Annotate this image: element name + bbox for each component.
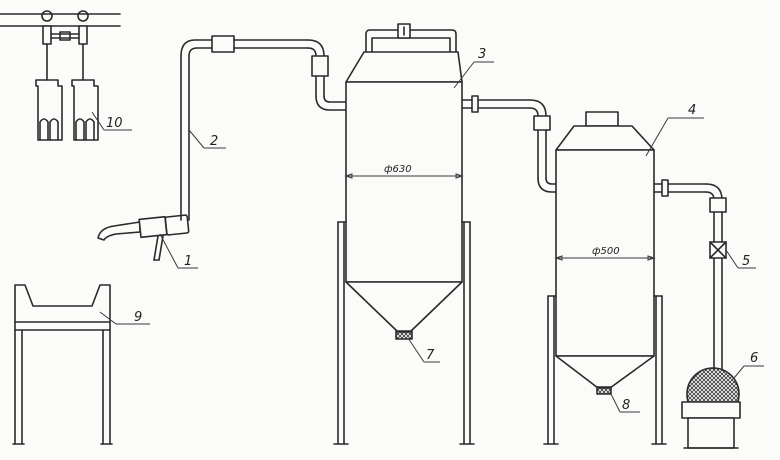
callout-2: 2 [210, 134, 218, 149]
callout-8: 8 [622, 398, 630, 413]
receiving-stand [12, 284, 113, 445]
transport-pipe [180, 35, 347, 221]
separator-large [333, 23, 475, 445]
callout-1: 1 [184, 254, 192, 269]
callout-7: 7 [426, 348, 435, 363]
diameter-label-630: ф630 [384, 164, 412, 175]
callout-6: 6 [750, 351, 758, 366]
callout-5: 5 [742, 254, 750, 269]
callout-3: 3 [478, 47, 486, 62]
overhead-rail-with-baskets [0, 10, 121, 141]
fan-unit [681, 367, 741, 449]
diameter-label-500: ф500 [592, 246, 620, 257]
connecting-pipe [461, 95, 559, 193]
callout-9: 9 [134, 310, 142, 325]
separator-small [543, 111, 667, 445]
callouts: 10 2 1 3 4 5 6 7 8 9 [91, 47, 764, 413]
callout-10: 10 [106, 116, 123, 131]
callout-4: 4 [688, 103, 696, 118]
exhaust-pipe [653, 179, 727, 371]
suction-nozzle [97, 214, 190, 261]
